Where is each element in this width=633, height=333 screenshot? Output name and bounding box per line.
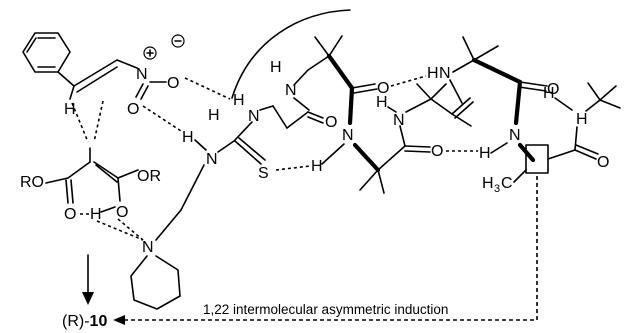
aib4-h-label: H	[479, 145, 491, 162]
term-n-label: H	[576, 111, 588, 128]
induction-arrowhead	[113, 315, 125, 325]
term-h-label: H	[543, 85, 555, 102]
hbond-aib1-o	[390, 75, 427, 87]
gly-h-label: H	[208, 107, 220, 124]
product-arrowhead	[82, 292, 94, 305]
aib3-n-label: N	[393, 112, 405, 129]
nitro-n-label: N	[136, 66, 148, 83]
ester-h-left: H	[90, 206, 102, 223]
aib4-nh-label: N	[439, 65, 451, 82]
aib2-o-label: O	[431, 143, 443, 160]
shielding-arc	[231, 9, 351, 99]
alkene-bond	[73, 59, 118, 87]
nitro-o-top-label: O	[167, 75, 179, 92]
hbond-s-h	[275, 165, 311, 171]
hbond-ester-amine	[117, 218, 144, 241]
aib1-h-label: H	[427, 65, 439, 82]
aib3-h-label: H	[376, 94, 388, 111]
induction-dashed-arrow	[122, 176, 538, 321]
hbond-ester-h-amine	[96, 220, 144, 241]
product-label: (R)-10	[62, 313, 107, 330]
piperidine-ring	[130, 255, 181, 310]
methyl-3-label: 3	[494, 183, 500, 195]
amine-n-label: N	[142, 239, 154, 256]
alkene-h-label: H	[64, 101, 76, 118]
aib1-o-label: O	[377, 80, 389, 97]
induction-caption: 1,22 intermolecular asymmetric induction	[203, 302, 448, 317]
thiourea-n-right: N	[248, 108, 260, 125]
ester-ro-left: RO	[20, 174, 44, 191]
ester-o-right: O	[116, 204, 128, 221]
cyclobutane-ring	[517, 142, 549, 174]
aib4-n-label: N	[509, 127, 521, 144]
hbond-nitro-h-left	[142, 105, 182, 132]
negative-charge-icon	[171, 34, 185, 48]
aib4-o-label: O	[547, 81, 559, 98]
methyl-c-label: C	[501, 175, 513, 192]
aib2-n-label: N	[342, 127, 354, 144]
term-o-label: O	[597, 154, 609, 171]
gly-o-label: O	[325, 114, 337, 131]
thiourea-s-h: H	[311, 158, 323, 175]
ester-or-right: OR	[137, 168, 161, 185]
hbond-nitro-h-right	[184, 77, 231, 100]
methyl-h-label: H	[482, 175, 494, 192]
alkene-h-bond	[69, 85, 75, 100]
wedge-bond-phenyl	[57, 71, 75, 87]
gly-nh-label: H	[270, 59, 282, 76]
phenyl-ring	[22, 32, 71, 73]
approach-line-2	[93, 100, 104, 143]
gly-n-label: N	[285, 82, 297, 99]
thiourea-s-label: S	[258, 165, 269, 182]
thiourea-h-left: H	[182, 129, 194, 146]
thiourea-n-left: N	[206, 151, 218, 168]
approach-line-1	[71, 102, 89, 143]
ester-o-left: O	[64, 206, 76, 223]
nitro-o-bottom-label: O	[127, 101, 139, 118]
thiourea-h-right: H	[233, 92, 245, 109]
positive-charge-icon	[143, 46, 157, 60]
